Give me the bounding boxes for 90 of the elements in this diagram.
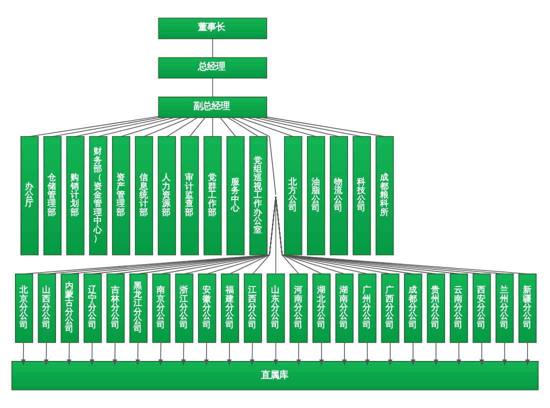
connector bbox=[166, 117, 198, 137]
node-box: 河南分公司 bbox=[290, 273, 308, 343]
arrow bbox=[480, 342, 484, 366]
connector bbox=[252, 196, 276, 274]
connector bbox=[246, 117, 316, 137]
connector bbox=[74, 117, 167, 137]
node-box: 黑龙江分公司 bbox=[129, 273, 148, 343]
connector bbox=[29, 116, 159, 137]
arrow bbox=[388, 342, 392, 366]
arrow bbox=[158, 342, 163, 366]
node-box: 物流公司 bbox=[330, 136, 348, 256]
node-box: 党群工作部 bbox=[204, 136, 222, 256]
arrow bbox=[227, 342, 232, 366]
arrow bbox=[66, 342, 72, 366]
node-box: 贵州分公司 bbox=[426, 273, 446, 343]
connector bbox=[189, 117, 206, 137]
arrow bbox=[342, 342, 347, 366]
arrow bbox=[21, 342, 26, 366]
connector bbox=[52, 117, 160, 137]
node-box: 资产管理部 bbox=[112, 136, 130, 256]
node-box: 山东分公司 bbox=[266, 273, 285, 343]
node-box: 财务部（资金管理中心） bbox=[89, 136, 108, 256]
node-box: 成都粮科所 bbox=[376, 136, 394, 256]
node-box: 副总经理 bbox=[158, 96, 268, 118]
node-box: 信息统计部 bbox=[134, 136, 154, 256]
arrow bbox=[319, 342, 324, 366]
node-box: 山西分公司 bbox=[38, 273, 56, 343]
node-box: 科技公司 bbox=[352, 136, 371, 256]
node-box: 购销计划部 bbox=[66, 136, 84, 256]
connector bbox=[184, 196, 276, 274]
node-box: 云南分公司 bbox=[450, 273, 468, 343]
connector bbox=[212, 78, 214, 98]
node-box: 服务中心 bbox=[226, 136, 245, 256]
node-box: 油脂公司 bbox=[306, 136, 326, 256]
node-box: 党组巡视工作办公室 bbox=[249, 136, 268, 256]
node-box: 办公厅 bbox=[20, 136, 39, 256]
arrow bbox=[456, 342, 462, 366]
node-box: 江西分公司 bbox=[244, 273, 262, 343]
arrow bbox=[90, 342, 94, 366]
arrow bbox=[136, 342, 140, 366]
arrow bbox=[296, 342, 301, 366]
arrow bbox=[410, 342, 416, 366]
node-box: 仓储管理部 bbox=[43, 136, 62, 256]
node-box: 浙江分公司 bbox=[175, 273, 194, 343]
connector bbox=[120, 117, 182, 137]
connector bbox=[24, 117, 276, 274]
connector bbox=[206, 196, 276, 274]
node-box: 成都分公司 bbox=[404, 273, 422, 343]
arrow bbox=[250, 342, 254, 366]
node-box: 兰州分公司 bbox=[496, 273, 514, 343]
arrow bbox=[502, 342, 507, 366]
connector bbox=[220, 117, 236, 137]
arrow bbox=[204, 342, 209, 366]
node-box: 北方公司 bbox=[284, 136, 302, 256]
node-box: 辽宁分公司 bbox=[84, 273, 102, 343]
connector bbox=[228, 117, 259, 137]
node-box: 广西分公司 bbox=[381, 273, 400, 343]
node-box: 北京分公司 bbox=[14, 273, 34, 343]
connector bbox=[98, 117, 175, 137]
node-box: 直属库 bbox=[11, 361, 539, 390]
arrow bbox=[434, 342, 438, 366]
arrow bbox=[181, 342, 186, 366]
connector bbox=[161, 196, 276, 274]
node-box: 吉林分公司 bbox=[106, 273, 125, 343]
node-box: 董事长 bbox=[158, 18, 268, 40]
connector bbox=[266, 116, 386, 137]
connector bbox=[254, 117, 340, 137]
node-box: 安徽分公司 bbox=[198, 273, 216, 343]
connector bbox=[262, 117, 362, 137]
node-box: 西安分公司 bbox=[472, 273, 491, 343]
arrow bbox=[112, 342, 118, 366]
node-box: 总经理 bbox=[158, 57, 268, 79]
arrow bbox=[44, 342, 48, 366]
node-box: 内蒙古分公司 bbox=[60, 273, 79, 343]
arrow bbox=[274, 342, 278, 366]
node-box: 福建分公司 bbox=[220, 273, 240, 343]
arrow bbox=[365, 342, 370, 366]
arrow bbox=[525, 342, 530, 366]
node-box: 人力资源部 bbox=[158, 136, 176, 256]
node-box: 湖北分公司 bbox=[312, 273, 331, 343]
node-box: 新疆分公司 bbox=[518, 273, 537, 343]
connector bbox=[212, 117, 214, 137]
node-box: 湖南分公司 bbox=[335, 273, 354, 343]
node-box: 广州分公司 bbox=[358, 273, 376, 343]
node-box: 审计监查部 bbox=[180, 136, 199, 256]
node-box: 南京分公司 bbox=[152, 273, 170, 343]
connector bbox=[230, 196, 276, 274]
connector bbox=[212, 38, 214, 58]
connector bbox=[239, 117, 294, 137]
connector bbox=[144, 117, 190, 137]
